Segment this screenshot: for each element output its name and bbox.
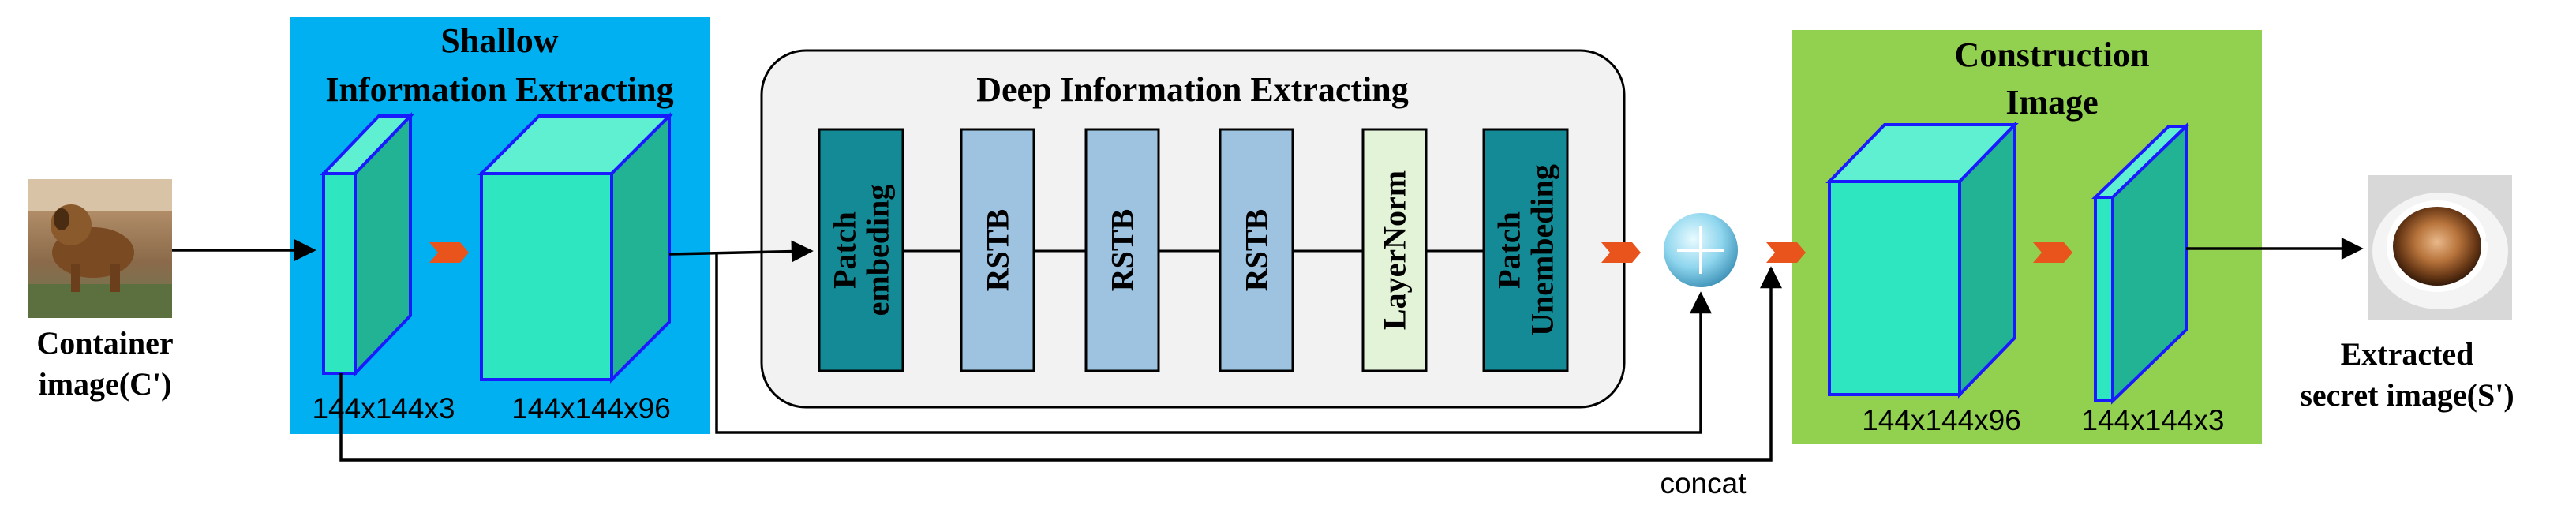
construction-title-line2: Image <box>2005 83 2098 122</box>
chevron-arrow-icon <box>429 242 469 263</box>
shallow-title-line2: Information Extracting <box>325 70 673 109</box>
rstb-block-2-label-1: RSTB <box>1105 209 1140 292</box>
plus-icon <box>1664 213 1738 287</box>
container-label-line1: Container <box>36 325 173 361</box>
shallow-feature-cube-thick <box>477 112 673 384</box>
rstb-block-3-box <box>1219 128 1294 372</box>
construction-dim-small: 144x144x3 <box>2081 404 2224 436</box>
shallow-feature-cube-thin <box>320 112 414 377</box>
patch-unembedding-block-label-1: Patch <box>1492 211 1527 289</box>
construction-dim-large: 144x144x96 <box>1862 404 2021 436</box>
deep-title: Deep Information Extracting <box>976 70 1409 109</box>
construction-feature-cube-thin <box>2091 122 2190 405</box>
patch-unembedding-block-box <box>1482 128 1569 372</box>
patch-embedding-block-box <box>818 128 904 372</box>
rstb-block-3: RSTB <box>1219 128 1294 372</box>
concat-connection-line <box>339 266 1782 462</box>
extracted-image-thumbnail <box>2368 175 2512 320</box>
rstb-block-2: RSTB <box>1084 128 1160 372</box>
rstb-block-3-label-1: RSTB <box>1239 209 1275 292</box>
chevron-arrow-icon <box>1766 242 1806 263</box>
shallow-dim-small: 144x144x3 <box>312 392 455 425</box>
chevron-arrow-icon <box>1601 242 1641 263</box>
container-image-thumbnail <box>28 179 172 318</box>
layernorm-block: LayerNorm <box>1361 128 1428 372</box>
layernorm-block-label-1: LayerNorm <box>1377 170 1413 330</box>
patch-embedding-block-label-2: embeding <box>860 185 896 316</box>
extracted-label-line2: secret image(S') <box>2300 377 2514 413</box>
rstb-block-1-box <box>960 128 1035 372</box>
layernorm-block-box <box>1361 128 1428 372</box>
rstb-block-2-box <box>1084 128 1160 372</box>
patch-embedding-block-label-1: Patch <box>827 211 863 289</box>
shallow-to-deep-arrow <box>668 240 814 263</box>
patch-unembedding-block-label-2: Unembeding <box>1525 164 1560 336</box>
extracted-label-line1: Extracted <box>2341 336 2474 372</box>
concat-label: concat <box>1660 467 1747 500</box>
skip-connection-line <box>715 254 1712 434</box>
rstb-block-1-label-1: RSTB <box>980 209 1016 292</box>
shallow-title-line1: Shallow <box>440 21 558 60</box>
construction-feature-cube-thick <box>1825 121 2019 399</box>
container-label-line2: image(C') <box>39 366 172 402</box>
chevron-arrow-icon <box>2033 242 2072 263</box>
shallow-dim-large: 144x144x96 <box>511 392 671 425</box>
construction-title-line1: Construction <box>1955 36 2150 74</box>
rstb-block-1: RSTB <box>960 128 1035 372</box>
